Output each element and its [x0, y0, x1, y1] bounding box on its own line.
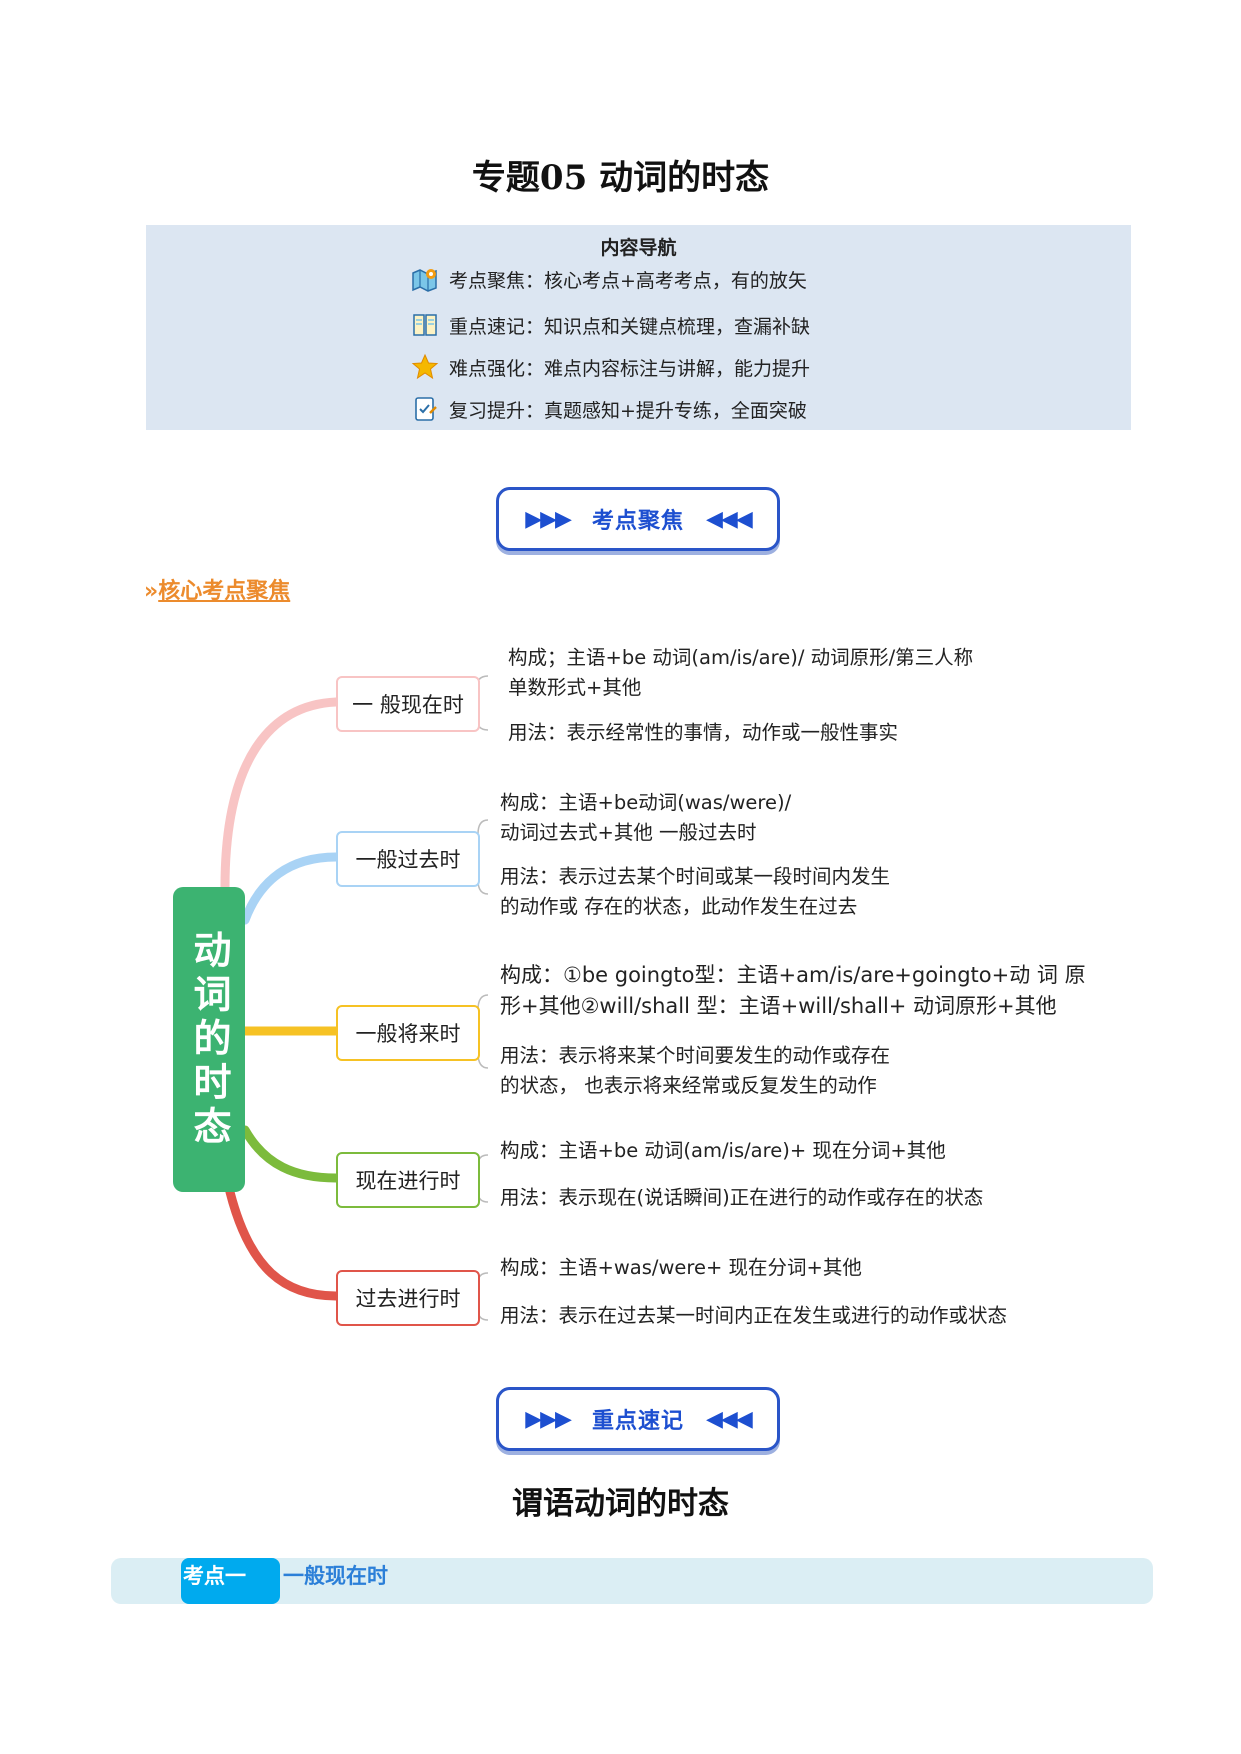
branch-label: 一般过去时: [355, 848, 461, 872]
leaf-present-continuous-usage: 用法：表示现在(说话瞬间)正在进行的动作或存在的状态: [500, 1183, 983, 1213]
connector-branch-2: [240, 852, 341, 925]
mindmap-branch-present-continuous: 现在进行时: [336, 1152, 480, 1208]
mindmap-branch-past-continuous: 过去进行时: [336, 1270, 480, 1326]
leaf-line: 单数形式+其他: [508, 676, 642, 699]
nav-item-label: 考点聚焦：核心考点+高考考点，有的放矢: [449, 269, 807, 292]
leaf-line: 的状态， 也表示将来经常或反复发生的动作: [500, 1074, 877, 1097]
page-title: 专题05 动词的时态: [471, 158, 770, 198]
section-banner-label: 考点聚焦: [591, 509, 684, 534]
triple-arrow-right-icon: ▶▶▶: [525, 1406, 572, 1432]
core-heading: »核心考点聚焦: [144, 573, 290, 605]
bracket-2: [470, 819, 489, 895]
mindmap-root: 动词的时态: [173, 887, 245, 1192]
nav-item-memo: 重点速记：知识点和关键点梳理，查漏补缺: [411, 311, 810, 339]
section-banner-exam-focus[interactable]: ▶▶▶ 考点聚焦 ◀◀◀: [496, 487, 780, 551]
leaf-future-simple-form: 构成：①be goingto型：主语+am/is/are+goingto+动 词…: [500, 960, 1086, 1022]
mindmap-root-label: 动词的时态: [187, 929, 231, 1150]
leaf-line: 用法：表示经常性的事情，动作或一般性事实: [508, 721, 899, 744]
leaf-line: 动词过去式+其他 一般过去时: [500, 821, 757, 844]
leaf-line: 构成：①be goingto型：主语+am/is/are+goingto+动 词…: [500, 963, 1086, 987]
bracket-5: [470, 1272, 489, 1321]
leaf-line: 构成：主语+be动词(was/were)/: [500, 791, 792, 814]
map-icon: [412, 269, 437, 292]
nav-item-label: 难点强化：难点内容标注与讲解，能力提升: [449, 357, 811, 380]
leaf-present-continuous-form: 构成：主语+be 动词(am/is/are)+ 现在分词+其他: [500, 1136, 946, 1166]
core-heading-text: 核心考点聚焦: [158, 579, 291, 604]
leaf-past-continuous-usage: 用法：表示在过去某一时间内正在发生或进行的动作或状态: [500, 1301, 1007, 1331]
bracket-1: [470, 675, 489, 731]
leaf-line: 用法：表示在过去某一时间内正在发生或进行的动作或状态: [500, 1304, 1008, 1327]
leaf-line: 构成：主语+be 动词(am/is/are)+ 现在分词+其他: [500, 1139, 946, 1162]
leaf-line: 构成；主语+be 动词(am/is/are)/ 动词原形/第三人称: [508, 646, 974, 669]
branch-label: 一般将来时: [355, 1022, 461, 1046]
nav-item-label: 复习提升：真题感知+提升专练，全面突破: [449, 399, 807, 422]
mindmap-branch-past-simple: 一般过去时: [336, 831, 480, 887]
mindmap-branch-present-simple: 一 般现在时: [336, 676, 480, 732]
leaf-past-continuous-form: 构成：主语+was/were+ 现在分词+其他: [500, 1253, 862, 1283]
branch-label: 过去进行时: [355, 1287, 461, 1311]
double-chevron-icon: »: [144, 579, 159, 604]
leaf-line: 构成：主语+was/were+ 现在分词+其他: [500, 1256, 862, 1279]
leaf-past-simple-usage: 用法：表示过去某个时间或某一段时间内发生 的动作或 存在的状态，此动作发生在过去: [500, 862, 890, 922]
connector-branch-1: [220, 697, 341, 892]
connector-branch-4: [240, 1125, 341, 1183]
leaf-line: 的动作或 存在的状态，此动作发生在过去: [500, 895, 858, 918]
leaf-present-simple-form: 构成；主语+be 动词(am/is/are)/ 动词原形/第三人称 单数形式+其…: [508, 643, 973, 703]
leaf-present-simple-usage: 用法：表示经常性的事情，动作或一般性事实: [508, 718, 898, 748]
nav-item-label: 重点速记：知识点和关键点梳理，查漏补缺: [449, 315, 811, 338]
leaf-line: 用法：表示过去某个时间或某一段时间内发生: [500, 865, 891, 888]
nav-item-review: 复习提升：真题感知+提升专练，全面突破: [411, 395, 807, 423]
book-icon: [413, 314, 437, 336]
bracket-4: [470, 1154, 489, 1203]
kaodian-tag-label: 考点一: [183, 1564, 246, 1588]
checklist-icon: [415, 397, 437, 421]
triple-arrow-left-icon: ◀◀◀: [706, 506, 753, 532]
nav-heading: 内容导航: [600, 237, 677, 259]
section-banner-label: 重点速记: [591, 1409, 684, 1434]
triple-arrow-left-icon: ◀◀◀: [706, 1406, 753, 1432]
kaodian-title: 一般现在时: [283, 1564, 388, 1588]
section-subtitle: 谓语动词的时态: [512, 1486, 729, 1522]
leaf-line: 形+其他②will/shall 型：主语+will/shall+ 动词原形+其他: [500, 994, 1057, 1018]
kaodian-bar: [111, 1558, 1153, 1604]
mindmap-branch-future-simple: 一般将来时: [336, 1005, 480, 1061]
triple-arrow-right-icon: ▶▶▶: [525, 506, 572, 532]
leaf-line: 用法：表示现在(说话瞬间)正在进行的动作或存在的状态: [500, 1186, 984, 1209]
connector-branch-5: [225, 1187, 341, 1301]
nav-item-strengthen: 难点强化：难点内容标注与讲解，能力提升: [411, 353, 810, 381]
leaf-past-simple-form: 构成：主语+be动词(was/were)/ 动词过去式+其他 一般过去时: [500, 788, 791, 848]
content-navigation-box: 内容导航 考点聚焦：核心考点+高考考点，有的放矢 重点速记：知识点和关键点梳理，…: [146, 225, 1131, 430]
branch-label: 一 般现在时: [352, 693, 464, 717]
branch-label: 现在进行时: [355, 1169, 461, 1193]
nav-item-focus: 考点聚焦：核心考点+高考考点，有的放矢: [411, 265, 807, 293]
kaodian-tag: 考点一: [181, 1558, 280, 1604]
leaf-line: 用法：表示将来某个时间要发生的动作或存在: [500, 1044, 891, 1067]
section-banner-key-points[interactable]: ▶▶▶ 重点速记 ◀◀◀: [496, 1387, 780, 1451]
leaf-future-simple-usage: 用法：表示将来某个时间要发生的动作或存在 的状态， 也表示将来经常或反复发生的动…: [500, 1041, 890, 1101]
bracket-3: [470, 994, 489, 1069]
star-icon: [411, 353, 439, 380]
